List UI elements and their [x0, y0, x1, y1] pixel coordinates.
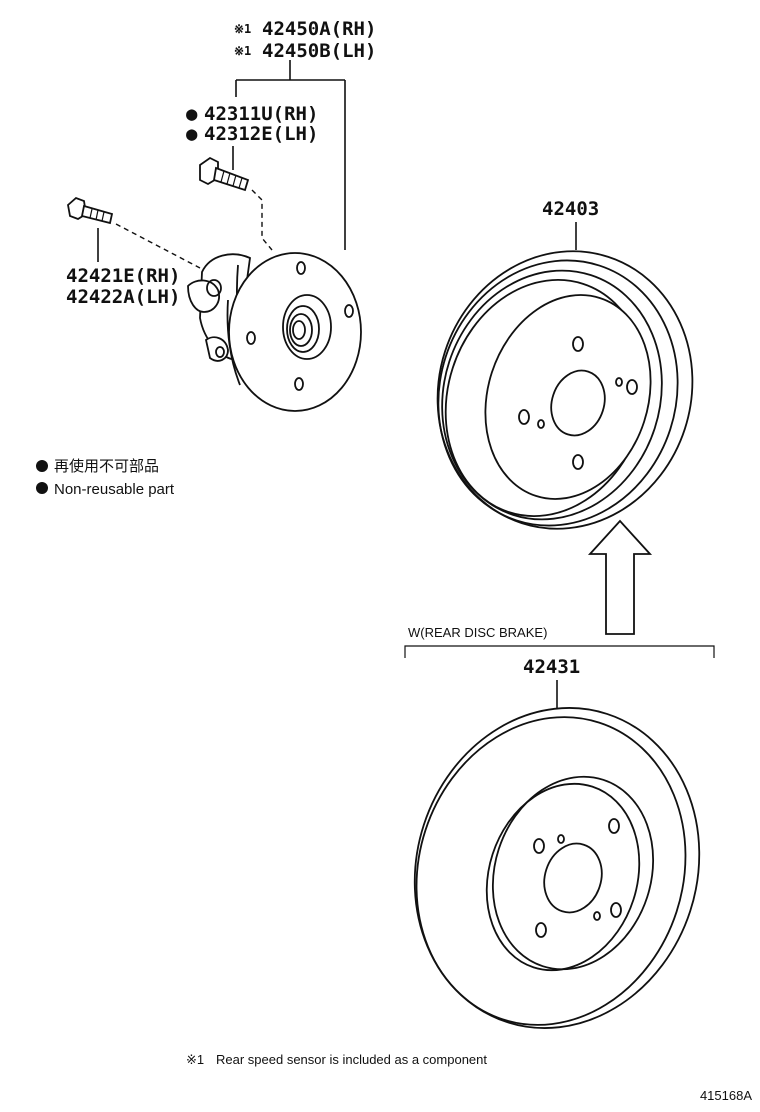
dashed-line-hub-bolt — [115, 223, 201, 269]
part-number-hub-lh[interactable]: 42450B(LH) — [262, 40, 376, 62]
bolt-icon — [199, 156, 250, 192]
sensor-mark-2: ※1 — [234, 44, 251, 58]
part-number-bolt-lh[interactable]: 42312E(LH) — [204, 123, 318, 145]
part-number-rotor[interactable]: 42431 — [523, 656, 580, 678]
part-number-hubbolt-rh[interactable]: 42421E(RH) — [66, 265, 180, 287]
footnote-mark: ※1 — [186, 1052, 204, 1067]
non-reusable-mark-1: ● — [186, 103, 198, 125]
variant-label: W(REAR DISC BRAKE) — [408, 625, 547, 640]
disc-rotor — [413, 707, 701, 1029]
part-number-hubbolt-lh[interactable]: 42422A(LH) — [66, 286, 180, 308]
footnote-text: Rear speed sensor is included as a compo… — [216, 1052, 487, 1067]
part-number-hub-rh[interactable]: 42450A(RH) — [262, 18, 376, 40]
hub-bearing-assembly — [187, 252, 362, 412]
legend-jp: 再使用不可部品 — [54, 458, 159, 475]
part-number-bolt-rh[interactable]: 42311U(RH) — [204, 103, 318, 125]
part-number-drum[interactable]: 42403 — [542, 198, 599, 220]
leader-hub — [235, 60, 346, 250]
sensor-mark-1: ※1 — [234, 22, 251, 36]
variant-bracket — [404, 645, 715, 658]
non-reusable-mark-2: ● — [186, 123, 198, 145]
dashed-line-bolt — [251, 189, 273, 251]
arrow-up-icon — [587, 519, 653, 635]
legend-bullet-jp — [36, 460, 48, 472]
legend-bullet-en — [36, 482, 48, 494]
drawing-number: 415168A — [700, 1088, 752, 1103]
brake-drum — [436, 250, 694, 530]
legend-en: Non-reusable part — [54, 481, 175, 498]
hub-bolt-icon — [67, 196, 114, 225]
